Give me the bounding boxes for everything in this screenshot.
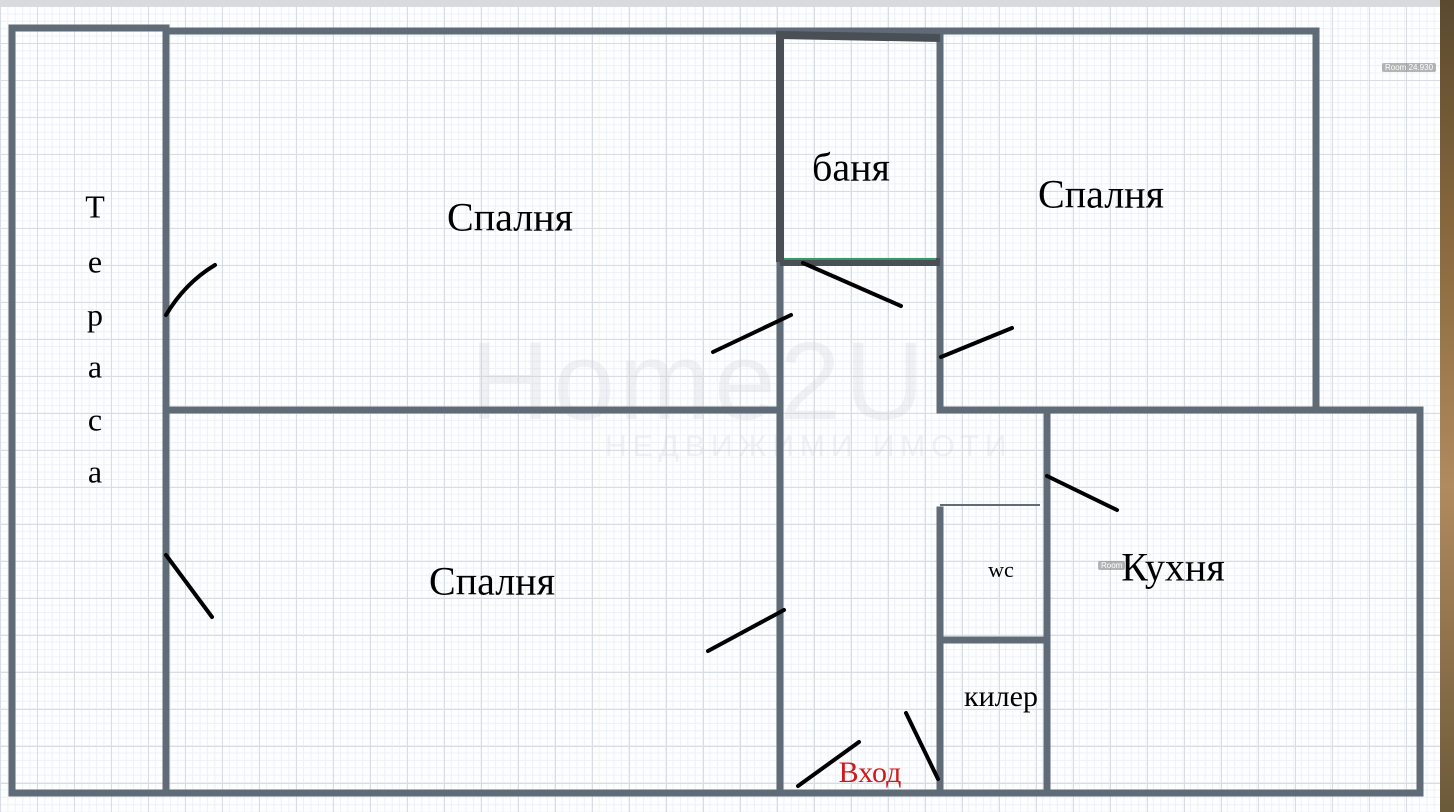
label-terrace-6: а [87, 453, 103, 490]
watermark-brand: Home2U [470, 320, 929, 443]
door-bathroom [801, 261, 903, 308]
label-kitchen: Кухня [1121, 544, 1225, 590]
label-bedroom-bottom-left: Спалня [429, 558, 555, 604]
door-bedroom-top-right [939, 326, 1014, 359]
door-bedroom-top-left [711, 313, 793, 354]
side-photo-strip [1440, 0, 1454, 812]
label-terrace-2: е [87, 243, 103, 280]
door-terrace-upper [164, 263, 217, 317]
label-wc: wc [988, 557, 1014, 582]
label-bedroom-top-right: Спалня [1038, 171, 1164, 217]
room-area-tooltip: Room 24.930 [1382, 63, 1437, 72]
label-terrace-1: Т [85, 188, 105, 225]
label-terrace-4: а [87, 348, 103, 385]
watermark-tagline: НЕДВИЖИМИ ИМОТИ [605, 430, 1013, 463]
wall-bathroom [776, 30, 941, 262]
door-storage [904, 711, 940, 781]
label-terrace-3: р [87, 296, 103, 333]
label-terrace-5: с [87, 401, 103, 438]
door-kitchen [1045, 474, 1119, 512]
door-terrace-lower [164, 553, 214, 619]
label-storage: килер [964, 680, 1038, 713]
top-toolbar-edge [0, 0, 1454, 6]
room-tooltip-partial: Room [1098, 561, 1126, 570]
label-entrance: Вход [838, 756, 902, 789]
label-bedroom-top-left: Спалня [447, 194, 573, 240]
door-entrance [796, 740, 861, 788]
label-bathroom: баня [812, 144, 890, 190]
door-bedroom-bottom-left [706, 608, 786, 653]
